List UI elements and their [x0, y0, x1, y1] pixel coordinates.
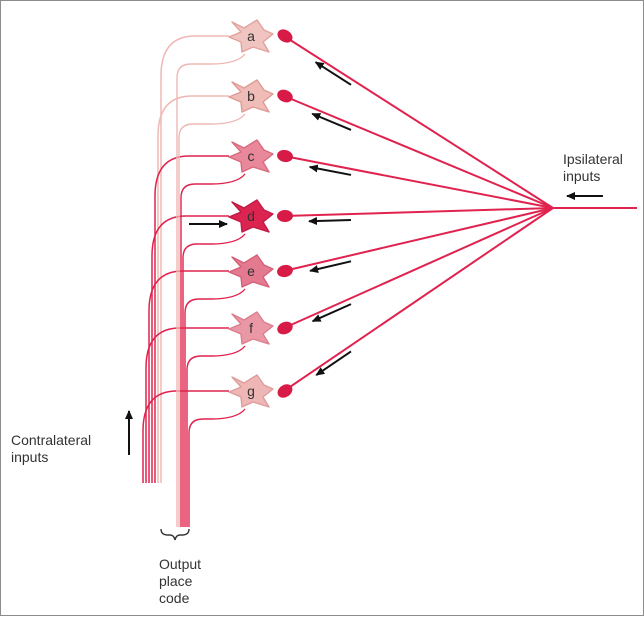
neuron-label-d: d — [247, 208, 255, 224]
output-place-code-label: Output place code — [159, 556, 201, 607]
output-fibers — [177, 54, 245, 527]
output-fiber-g — [189, 409, 245, 527]
contralateral-fiber-b — [158, 96, 229, 483]
neuron-label-b: b — [247, 88, 255, 104]
ipsilateral-fiber-e — [284, 208, 553, 271]
ipsilateral-fibers — [275, 27, 637, 401]
contralateral-fibers — [143, 36, 229, 483]
ipsilateral-fiber-g — [284, 208, 553, 391]
direction-arrows — [129, 62, 603, 455]
synaptic-terminal-a — [275, 27, 295, 46]
output-brace — [161, 529, 189, 540]
neuron-label-c: c — [248, 148, 255, 164]
synaptic-terminal-f — [275, 319, 295, 336]
output-fiber-c — [181, 174, 245, 527]
neuron-label-g: g — [247, 383, 255, 399]
neuron-a: a — [229, 20, 273, 52]
ipsilateral-fiber-d — [284, 208, 553, 216]
neurons: a b c d e f g — [229, 20, 273, 407]
contralateral-fiber-g — [143, 391, 229, 483]
ipsilateral-arrow-a — [316, 62, 351, 85]
contralateral-fiber-d — [152, 216, 229, 483]
neuron-label-a: a — [247, 28, 255, 44]
contralateral-fiber-c — [155, 156, 229, 483]
neuron-label-f: f — [249, 320, 253, 336]
neuron-c: c — [229, 140, 273, 172]
output-fiber-e — [185, 289, 245, 527]
contralateral-fiber-a — [161, 36, 229, 483]
synaptic-terminal-e — [276, 263, 294, 278]
contralateral-label: Contralateral inputs — [11, 432, 91, 466]
neuron-label-e: e — [247, 263, 255, 279]
neuron-d: d — [229, 200, 273, 232]
neuron-e: e — [229, 255, 273, 287]
ipsilateral-arrow-g — [316, 351, 351, 375]
ipsilateral-label: Ipsilateral inputs — [563, 151, 623, 185]
synaptic-terminal-b — [275, 87, 294, 104]
neuron-f: f — [229, 312, 273, 344]
ipsilateral-arrow-d — [309, 220, 351, 221]
ipsilateral-fiber-b — [284, 96, 553, 208]
output-fiber-f — [187, 346, 245, 527]
synaptic-terminal-c — [276, 149, 294, 164]
neuron-b: b — [229, 80, 273, 112]
neuron-g: g — [229, 375, 273, 407]
synaptic-terminal-d — [277, 210, 293, 222]
